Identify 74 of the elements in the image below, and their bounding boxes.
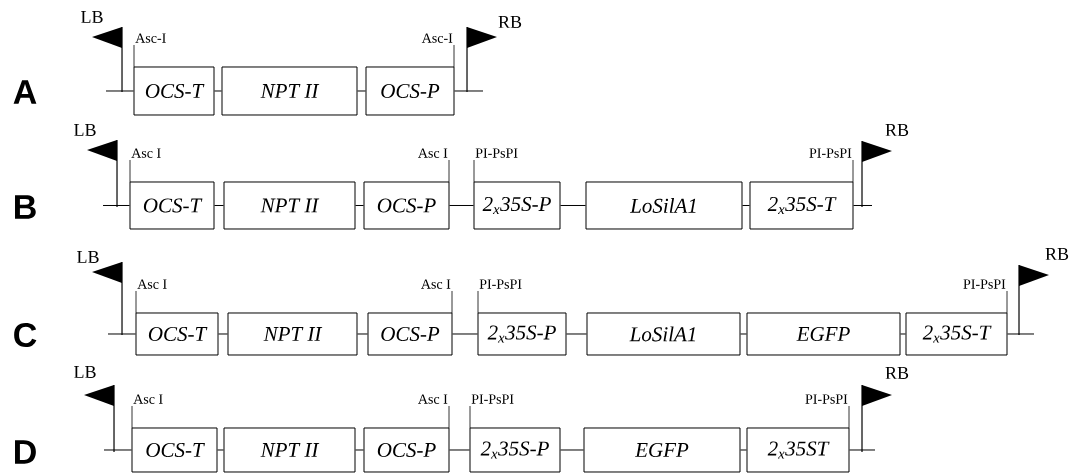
site-label: Asc I [133, 394, 163, 404]
border-label: LB [74, 124, 96, 136]
gene-box: 2$_{x}$35S-T [905, 312, 1008, 356]
border-label: RB [498, 16, 522, 28]
gene-box: OCS-P [363, 427, 450, 473]
backbone-line [357, 333, 368, 335]
backbone-line [1007, 333, 1035, 335]
gene-box: EGFP [746, 312, 901, 356]
gene-box: NPT II [223, 181, 356, 230]
panel-letter: B [15, 195, 36, 219]
backbone-line [357, 90, 366, 92]
site-label: Asc I [131, 148, 161, 158]
gene-box: OCS-T [135, 312, 219, 356]
site-label: PI-PsPI [805, 394, 848, 404]
site-label: PI-PsPI [471, 394, 514, 404]
backbone-line [454, 90, 484, 92]
gene-box: 2$_{x}$35ST [746, 427, 850, 473]
backbone-line [740, 333, 747, 335]
backbone-line [742, 205, 750, 206]
backbone-line [103, 449, 132, 451]
site-label: Asc-I [135, 33, 166, 43]
backbone-line [740, 449, 747, 451]
backbone-line [449, 449, 470, 451]
border-label: RB [885, 124, 909, 136]
site-label: PI-PsPI [475, 148, 518, 158]
gene-box: OCS-P [367, 312, 453, 356]
gene-box: OCS-T [131, 427, 218, 473]
backbone-line [355, 449, 364, 451]
backbone-line [849, 449, 876, 451]
gene-box: 2$_{x}$35S-P [473, 181, 561, 230]
backbone-line [560, 449, 584, 451]
backbone-line [107, 333, 136, 335]
gene-box: 2$_{x}$35S-P [477, 312, 567, 356]
backbone-line [214, 90, 222, 92]
site-label: Asc I [421, 279, 451, 289]
panel-letter: A [13, 80, 37, 104]
backbone-line [566, 333, 587, 335]
gene-box: 2$_{x}$35S-P [469, 427, 561, 473]
gene-box: OCS-T [129, 181, 215, 230]
backbone-line [102, 205, 130, 206]
border-label: RB [885, 367, 909, 379]
gene-box: EGFP [583, 427, 741, 473]
gene-box: LoSilA1 [586, 312, 741, 356]
gene-box: NPT II [223, 427, 356, 473]
gene-box: OCS-T [133, 66, 215, 116]
site-label: PI-PsPI [479, 279, 522, 289]
backbone-line [105, 90, 134, 92]
border-label: RB [1045, 248, 1069, 260]
site-label: Asc I [137, 279, 167, 289]
gene-box: NPT II [221, 66, 358, 116]
gene-box: 2$_{x}$35S-T [749, 181, 854, 230]
gene-box: NPT II [227, 312, 358, 356]
site-label: Asc-I [421, 33, 453, 43]
site-label: Asc I [418, 394, 448, 404]
border-label: LB [81, 11, 103, 23]
gene-box: OCS-P [363, 181, 450, 230]
backbone-line [449, 205, 474, 206]
border-label: LB [74, 366, 96, 378]
backbone-line [217, 449, 224, 451]
backbone-line [214, 205, 224, 206]
backbone-line [560, 205, 586, 206]
site-label: PI-PsPI [809, 148, 852, 158]
panel-letter: C [14, 322, 37, 348]
site-label: PI-PsPI [963, 279, 1006, 289]
site-label: Asc I [418, 148, 448, 158]
backbone-line [218, 333, 228, 335]
border-label: LB [77, 251, 99, 263]
gene-box: OCS-P [365, 66, 455, 116]
backbone-line [355, 205, 364, 206]
backbone-line [853, 205, 873, 206]
panel-letter: D [15, 440, 36, 464]
backbone-line [900, 333, 906, 335]
gene-box: LoSilA1 [585, 181, 743, 230]
backbone-line [452, 333, 478, 335]
